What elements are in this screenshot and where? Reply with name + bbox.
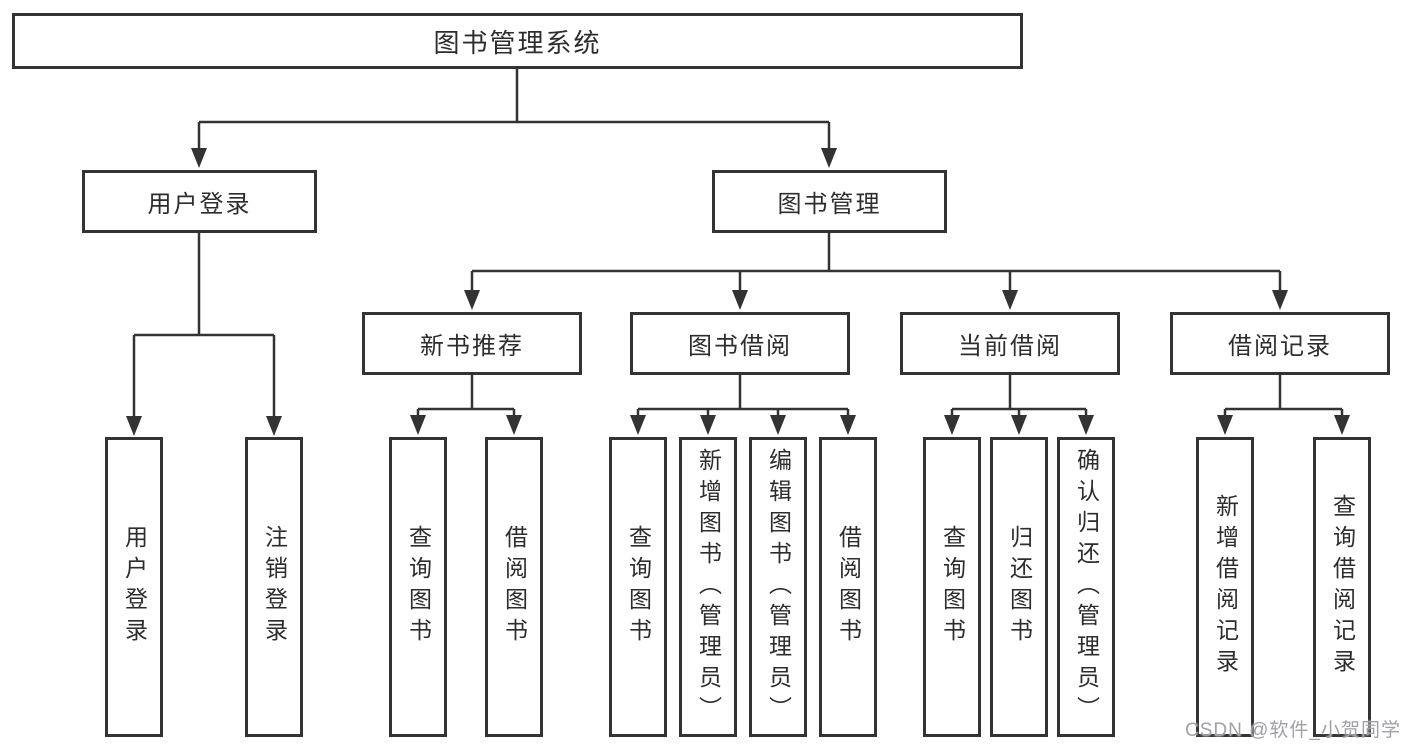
node-book-borrowing: 图书借阅 bbox=[630, 312, 850, 375]
leaf-add-books-admin: 新增图书（管理员） bbox=[679, 437, 737, 737]
node-new-book-recommendation: 新书推荐 bbox=[362, 312, 582, 375]
node-user-login: 用户登录 bbox=[82, 170, 317, 233]
leaf-query-books-current: 查询图书 bbox=[923, 437, 981, 737]
leaf-query-books-borrowing: 查询图书 bbox=[609, 437, 667, 737]
leaf-edit-books-admin: 编辑图书（管理员） bbox=[749, 437, 807, 737]
leaf-borrow-books-recommend: 借阅图书 bbox=[485, 437, 543, 737]
node-book-management: 图书管理 bbox=[712, 170, 947, 233]
leaf-confirm-return-admin: 确认归还（管理员） bbox=[1057, 437, 1115, 737]
leaf-query-books-recommend: 查询图书 bbox=[389, 437, 447, 737]
node-borrowing-records: 借阅记录 bbox=[1170, 312, 1390, 375]
leaf-return-books: 归还图书 bbox=[990, 437, 1048, 737]
leaf-logout: 注销登录 bbox=[245, 437, 303, 737]
leaf-borrow-books-borrowing: 借阅图书 bbox=[819, 437, 877, 737]
watermark-csdn: CSDN @软件_小贺同学 bbox=[1185, 720, 1401, 741]
node-current-borrowing: 当前借阅 bbox=[900, 312, 1120, 375]
leaf-add-borrow-record: 新增借阅记录 bbox=[1196, 437, 1254, 737]
leaf-user-login: 用户登录 bbox=[105, 437, 163, 737]
node-library-management-system: 图书管理系统 bbox=[12, 13, 1023, 69]
leaf-query-borrow-record: 查询借阅记录 bbox=[1313, 437, 1371, 737]
